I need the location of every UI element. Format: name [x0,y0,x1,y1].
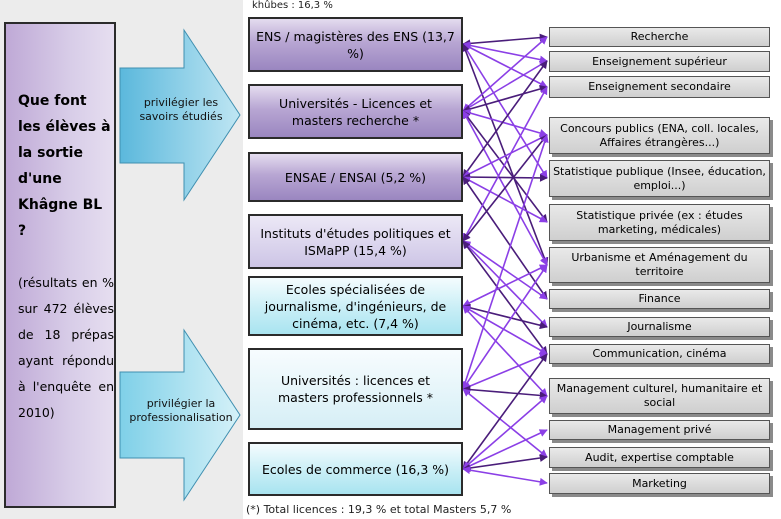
link-line [462,110,548,223]
arrow-label-savoirs: privilégier les savoirs étudiés [139,96,223,123]
link-line [462,466,548,486]
footnote: (*) Total licences : 19,3 % et total Mas… [246,503,512,516]
dest-statistique-privee: Statistique privée (ex : études marketin… [549,204,770,241]
dest-concours-publics: Concours publics (ENA, coll. locales, Af… [549,117,770,154]
link-line [462,134,548,242]
link-line [462,240,548,300]
link-line [462,109,548,137]
dest-audit: Audit, expertise comptable [549,447,770,468]
results-note: (résultats en % sur 472 élèves de 18 pré… [18,275,114,420]
dest-statistique-publique: Statistique publique (Insee, éducation, … [549,160,770,197]
top-note: khûbes : 16,3 % [252,0,333,11]
dest-communication-cinema: Communication, cinéma [549,344,770,364]
origin-ens: ENS / magistères des ENS (13,7 %) [248,17,463,72]
origin-iep: Instituts d'études politiques et ISMaPP … [248,214,463,269]
dest-marketing: Marketing [549,473,770,494]
link-line [462,41,548,64]
origin-ecoles-specialisees: Ecoles spécialisées de journalisme, d'in… [248,276,463,336]
links-group [461,33,549,486]
dest-management-culturel: Management culturel, humanitaire et soci… [549,378,770,414]
question-text: Que font les élèves à la sortie d'une Kh… [18,93,111,239]
link-line [462,33,548,48]
origin-ensae-ensai: ENSAE / ENSAI (5,2 %) [248,152,463,202]
link-line [462,303,548,330]
link-line [462,264,548,307]
arrow-savoirs-shape [119,28,241,202]
link-line [462,385,548,400]
dest-enseignement-secondaire: Enseignement secondaire [549,76,770,98]
link-line [462,36,548,112]
dest-finance: Finance [549,289,770,309]
question-box: Que font les élèves à la sortie d'une Kh… [4,22,116,508]
origin-universites-pro: Universités : licences et masters profes… [248,348,463,430]
link-line [462,60,548,112]
arrow-pro-shape [119,328,241,502]
dest-urbanisme: Urbanisme et Aménagement du territoire [549,247,770,283]
link-line [462,388,548,458]
link-line [462,240,548,355]
dest-enseignement-superieur: Enseignement supérieur [549,51,770,72]
dest-recherche: Recherche [549,27,770,47]
arrow-label-pro: privilégier la professionalisation [129,397,233,424]
link-line [462,173,548,182]
dest-management-prive: Management privé [549,420,770,440]
link-line [462,176,548,300]
dest-journalisme: Journalisme [549,317,770,337]
origin-ecoles-commerce: Ecoles de commerce (16,3 %) [248,442,463,496]
origin-universites-recherche: Universités - Licences et masters recher… [248,84,463,139]
link-line [462,176,548,223]
